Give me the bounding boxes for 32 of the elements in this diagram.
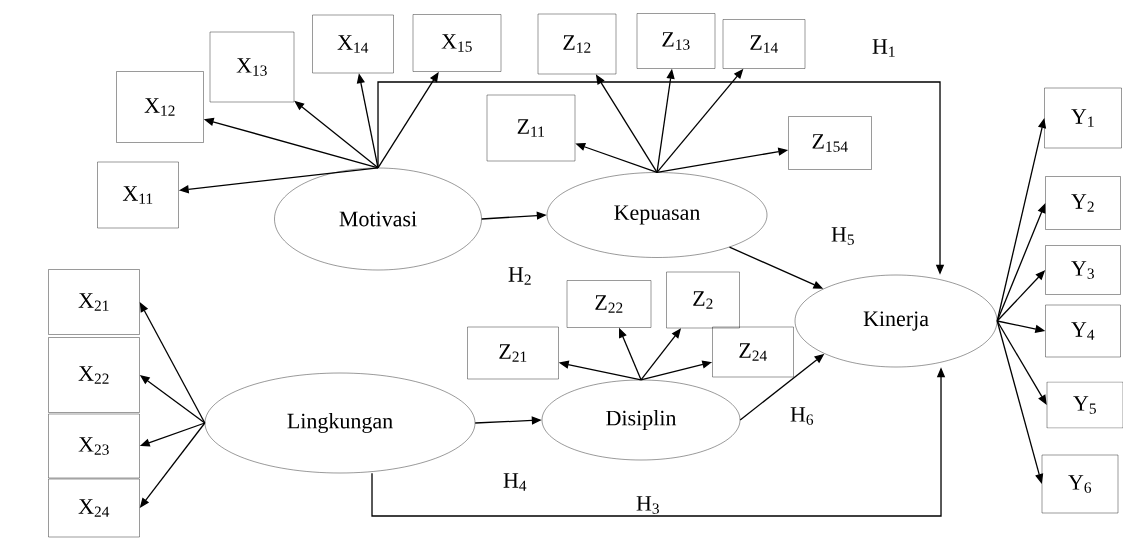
indicator-box: Z$_{154}$ <box>788 116 872 170</box>
indicator-box: X$_{14}$ <box>312 14 394 74</box>
indicator-box: X$_{12}$ <box>116 71 204 143</box>
indicator-box: Y$_{2}$ <box>1045 176 1121 230</box>
arrow <box>139 302 206 424</box>
indicator-box: X$_{21}$ <box>48 269 140 335</box>
indicator-box: Z$_{22}$ <box>566 280 652 328</box>
edge-label: H$_{6}$ <box>788 406 816 426</box>
edge-label: H$_{5}$ <box>829 226 857 246</box>
edge-label: H$_{3}$ <box>634 495 662 515</box>
indicator-box: Y$_{3}$ <box>1045 245 1121 295</box>
indicator-box: Z$_{13}$ <box>636 13 716 69</box>
arrow <box>996 320 1047 405</box>
indicator-box: X$_{23}$ <box>48 413 140 479</box>
indicator-box: X$_{24}$ <box>48 478 140 538</box>
indicator-box: Y$_{1}$ <box>1044 87 1122 149</box>
indicator-box: X$_{15}$ <box>412 14 502 72</box>
indicator-box: Z$_{11}$ <box>486 94 576 162</box>
indicator-box: Y$_{4}$ <box>1045 304 1121 358</box>
indicator-box: X$_{22}$ <box>48 337 140 413</box>
edge-label: H$_{4}$ <box>501 472 529 492</box>
indicator-box: Z$_{12}$ <box>537 13 617 75</box>
indicator-box: Z$_{21}$ <box>467 326 559 380</box>
indicator-box: Z$_{2}$ <box>666 271 740 329</box>
indicator-box: X$_{13}$ <box>209 31 295 103</box>
indicator-box: X$_{11}$ <box>97 161 179 229</box>
indicator-box: Y$_{5}$ <box>1046 381 1123 429</box>
edge-label: H$_{2}$ <box>506 266 534 286</box>
indicator-box: Z$_{14}$ <box>722 19 806 69</box>
indicator-box: Y$_{6}$ <box>1041 454 1119 514</box>
edge-label: H$_{1}$ <box>870 38 898 58</box>
indicator-box: Z$_{24}$ <box>712 326 794 378</box>
